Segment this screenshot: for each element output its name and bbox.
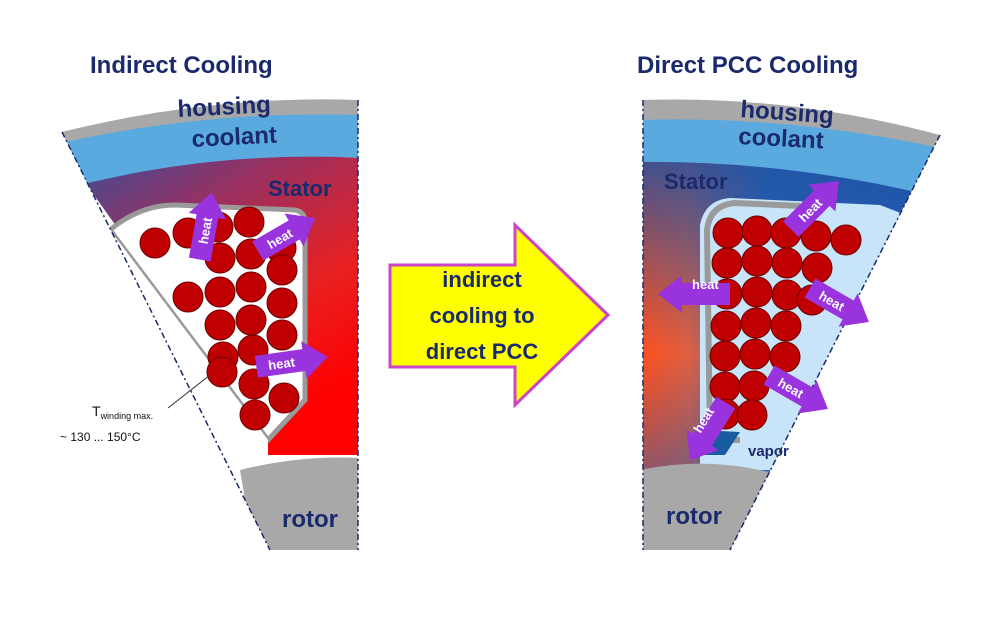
left-housing-label: housing [177,91,272,123]
arrow-text-line3: direct PCC [426,339,539,364]
temp-range-label: ~ 130 ... 150°C [60,430,141,444]
left-rotor [240,457,358,551]
direct-pcc-cooling-title: Direct PCC Cooling [637,52,859,79]
right-vapor-label: vapor [748,443,789,460]
right-coolant [643,117,940,200]
left-coolant-label: coolant [191,122,278,153]
left-sector-edge-left [61,131,271,551]
heat-label: heat [692,277,719,292]
left-coolant [62,110,358,190]
left-heat-arrow-3: heat [254,341,328,379]
right-rotor-label: rotor [666,503,722,530]
right-conductors [709,215,862,431]
transition-arrow: indirect cooling to direct PCC [388,221,611,409]
left-heat-arrow-1: heat [188,192,227,262]
heat-label: heat [267,354,296,373]
arrow-text-line2: cooling to [429,303,534,328]
right-heat-arrow-2: heat [658,275,730,313]
right-stator-label: Stator [664,169,728,194]
right-sector-edge-right [729,134,941,551]
heat-label: heat [196,216,216,246]
right-slot-wall [703,199,801,443]
left-rotor-label: rotor [282,506,338,533]
temp-label: Twinding max. [92,403,153,421]
left-stator-label: Stator [268,176,332,201]
arrow-text-line1: indirect [442,267,522,292]
right-housing-label: housing [740,96,835,129]
temp-leader-line [167,374,211,409]
right-coolant-label: coolant [738,123,825,154]
right-housing [643,99,940,150]
indirect-cooling-title: Indirect Cooling [90,52,273,79]
